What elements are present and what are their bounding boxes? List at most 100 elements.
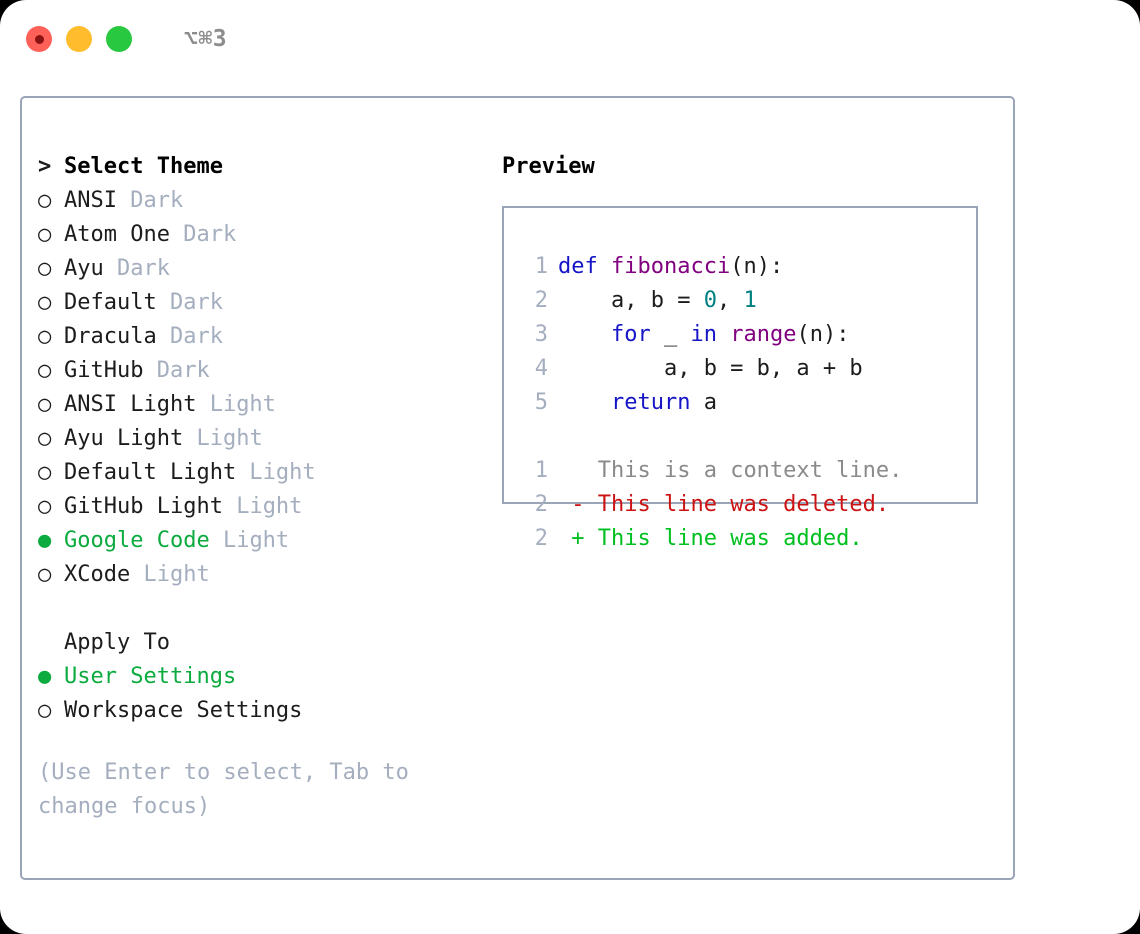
radio-unselected-icon: ○ xyxy=(38,188,52,213)
theme-option[interactable]: ○GitHub Light Light xyxy=(38,490,498,524)
code-token-keyword: in xyxy=(690,322,717,347)
theme-option-name: Atom One xyxy=(64,222,170,247)
theme-option-category: Light xyxy=(222,494,303,519)
code-line: 3 for _ in range(n): xyxy=(522,318,976,352)
theme-option-category: Dark xyxy=(156,324,223,349)
diff-line-number: 2 xyxy=(534,492,548,517)
code-line-number: 4 xyxy=(534,356,548,381)
prompt-caret-icon: > xyxy=(38,154,52,179)
diff-text: This line was added. xyxy=(584,526,863,551)
radio-unselected-icon: ○ xyxy=(38,358,52,383)
diff-text: This is a context line. xyxy=(584,458,903,483)
apply-to-list[interactable]: ● User Settings ○ Workspace Settings xyxy=(38,660,498,728)
close-button[interactable] xyxy=(26,26,52,52)
theme-option-name: GitHub xyxy=(64,358,144,383)
diff-sign: + xyxy=(558,526,585,551)
apply-to-header-label: Apply To xyxy=(64,630,170,655)
theme-option-category: Dark xyxy=(143,358,210,383)
diff-line-number: 2 xyxy=(534,526,548,551)
select-theme-header: > Select Theme xyxy=(38,150,498,184)
radio-selected-icon: ● xyxy=(38,528,52,553)
code-token-plain xyxy=(558,390,611,415)
theme-picker-column: > Select Theme ○ ANSI Dark ○ Atom One Dark ○ A… xyxy=(38,150,498,824)
code-line-number: 3 xyxy=(534,322,548,347)
minimize-button[interactable] xyxy=(66,26,92,52)
radio-unselected-icon: ○ xyxy=(38,392,52,417)
radio-unselected-icon: ○ xyxy=(38,222,52,247)
code-token-plain: a, b = xyxy=(558,288,704,313)
radio-unselected-icon: ○ xyxy=(38,494,52,519)
select-theme-header-label: Select Theme xyxy=(64,154,223,179)
theme-option-name: ANSI xyxy=(64,188,117,213)
code-token-plain xyxy=(558,322,611,347)
theme-option[interactable]: ○ Ayu Dark xyxy=(38,252,498,286)
theme-option-category: Light xyxy=(130,562,210,587)
diff-line-number: 1 xyxy=(534,458,548,483)
apply-to-header: Apply To xyxy=(38,626,498,660)
preview-gap xyxy=(522,420,976,454)
apply-to-option[interactable]: ○ Workspace Settings xyxy=(38,694,498,728)
radio-unselected-icon: ○ xyxy=(38,460,52,485)
code-token-plain: a xyxy=(690,390,717,415)
theme-option-category: Dark xyxy=(103,256,170,281)
radio-unselected-icon: ○ xyxy=(38,562,52,587)
theme-option-category: Light xyxy=(209,528,290,553)
keyboard-shortcut-label: ⌥⌘3 xyxy=(184,26,228,52)
keyboard-hint: (Use Enter to select, Tab to change focu… xyxy=(38,760,409,819)
theme-option[interactable]: ○ XCode Light xyxy=(38,558,498,592)
theme-option[interactable]: ○Default Light Light xyxy=(38,456,498,490)
theme-option-category: Dark xyxy=(116,188,184,213)
code-token-keyword: return xyxy=(610,390,691,415)
zoom-button[interactable] xyxy=(106,26,132,52)
apply-to-option-label: User Settings xyxy=(64,664,237,689)
theme-option-name: Google Code xyxy=(64,528,210,553)
theme-option-name: ANSI Light xyxy=(64,392,197,417)
theme-option[interactable]: ○ Default Dark xyxy=(38,286,498,320)
code-token-number: 0 xyxy=(703,288,717,313)
code-token-keyword: for xyxy=(610,322,651,347)
diff-text: This line was deleted. xyxy=(584,492,890,517)
theme-option-category: Light xyxy=(183,426,263,451)
theme-list[interactable]: ○ANSI Dark○Atom One Dark○Ayu Dark○Defaul… xyxy=(38,184,498,592)
code-token-plain: _ xyxy=(650,322,691,347)
diff-line-context: 1 This is a context line. xyxy=(522,454,976,488)
theme-option[interactable]: ○ ANSI Light Light xyxy=(38,388,498,422)
radio-unselected-icon: ○ xyxy=(38,698,52,723)
close-icon xyxy=(34,34,44,44)
radio-unselected-icon: ○ xyxy=(38,256,52,281)
radio-selected-icon: ● xyxy=(38,664,52,689)
diff-sign xyxy=(558,458,585,483)
theme-option-category: Dark xyxy=(156,290,223,315)
theme-option-name: XCode xyxy=(64,562,131,587)
apply-to-option[interactable]: ● User Settings xyxy=(38,660,498,694)
theme-option[interactable]: ● Google Code Light xyxy=(38,524,498,558)
theme-option[interactable]: ○ Atom One Dark xyxy=(38,218,498,252)
theme-option[interactable]: ○ GitHub Dark xyxy=(38,354,498,388)
theme-option[interactable]: ○ ANSI Dark xyxy=(38,184,498,218)
code-line-number: 5 xyxy=(534,390,548,415)
theme-option-name: Ayu Light xyxy=(64,426,184,451)
title-bar: ⌥⌘3 xyxy=(0,0,1140,78)
radio-unselected-icon: ○ xyxy=(38,290,52,315)
radio-unselected-icon: ○ xyxy=(38,324,52,349)
code-token-plain: (n): xyxy=(730,254,784,279)
theme-option[interactable]: ○Dracula Dark xyxy=(38,320,498,354)
theme-option-name: Ayu xyxy=(64,256,104,281)
theme-option-category: Light xyxy=(196,392,276,417)
theme-option-category: Dark xyxy=(169,222,237,247)
main-panel: > Select Theme ○ ANSI Dark ○ Atom One Dark ○ A… xyxy=(20,96,1015,880)
code-token-plain: , xyxy=(716,288,744,313)
preview-title: Preview xyxy=(502,154,595,179)
apply-to-option-label: Workspace Settings xyxy=(64,698,303,723)
code-token-function: range xyxy=(730,322,797,347)
diff-line-add: 2 + This line was added. xyxy=(522,522,976,556)
theme-option[interactable]: ○ Ayu Light Light xyxy=(38,422,498,456)
theme-option-name: Default xyxy=(64,290,157,315)
radio-unselected-icon: ○ xyxy=(38,426,52,451)
diff-sign: - xyxy=(558,492,585,517)
